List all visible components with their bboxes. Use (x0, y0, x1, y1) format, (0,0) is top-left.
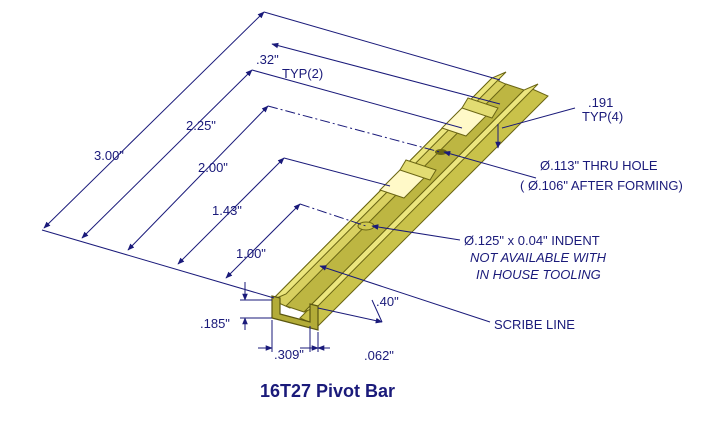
dimension-lines (41, 11, 576, 352)
note-not-available: NOT AVAILABLE WITH (470, 250, 607, 265)
indent (357, 221, 375, 231)
bar-side-face (299, 87, 549, 327)
note-scribe-line: SCRIBE LINE (494, 317, 575, 332)
drawing-title: 16T27 Pivot Bar (260, 381, 395, 401)
dim-1-43: 1.43" (212, 203, 242, 218)
note-indent: Ø.125" x 0.04" INDENT (464, 233, 600, 248)
dim-2-25: 2.25" (186, 118, 216, 133)
dim-1-00: 1.00" (236, 246, 266, 261)
pivot-bar-part (271, 71, 549, 331)
dim-width: .309" (274, 347, 304, 362)
dim-3-00: 3.00" (94, 148, 124, 163)
dimension-labels: 3.00" 2.25" 2.00" 1.43" 1.00" .32" TYP(2… (94, 52, 683, 401)
dim-height: .185" (200, 316, 230, 331)
dim-slot: .32" (256, 52, 279, 67)
dim-wall: .062" (364, 348, 394, 363)
note-in-house-tooling: IN HOUSE TOOLING (476, 267, 601, 282)
note-thru-hole: Ø.113" THRU HOLE (540, 158, 658, 173)
bar-end-profile (271, 295, 319, 331)
dim-typ2: TYP(2) (282, 66, 323, 81)
dim-end: .40" (376, 294, 399, 309)
bar-channel-floor (285, 83, 525, 313)
dim-2-00: 2.00" (198, 160, 228, 175)
slot-block-lower (399, 159, 437, 181)
dim-cut: .191 (588, 95, 613, 110)
dim-typ4: TYP(4) (582, 109, 623, 124)
note-thru-hole-formed: ( Ø.106" AFTER FORMING) (520, 178, 683, 193)
slot-block-upper (461, 97, 499, 119)
